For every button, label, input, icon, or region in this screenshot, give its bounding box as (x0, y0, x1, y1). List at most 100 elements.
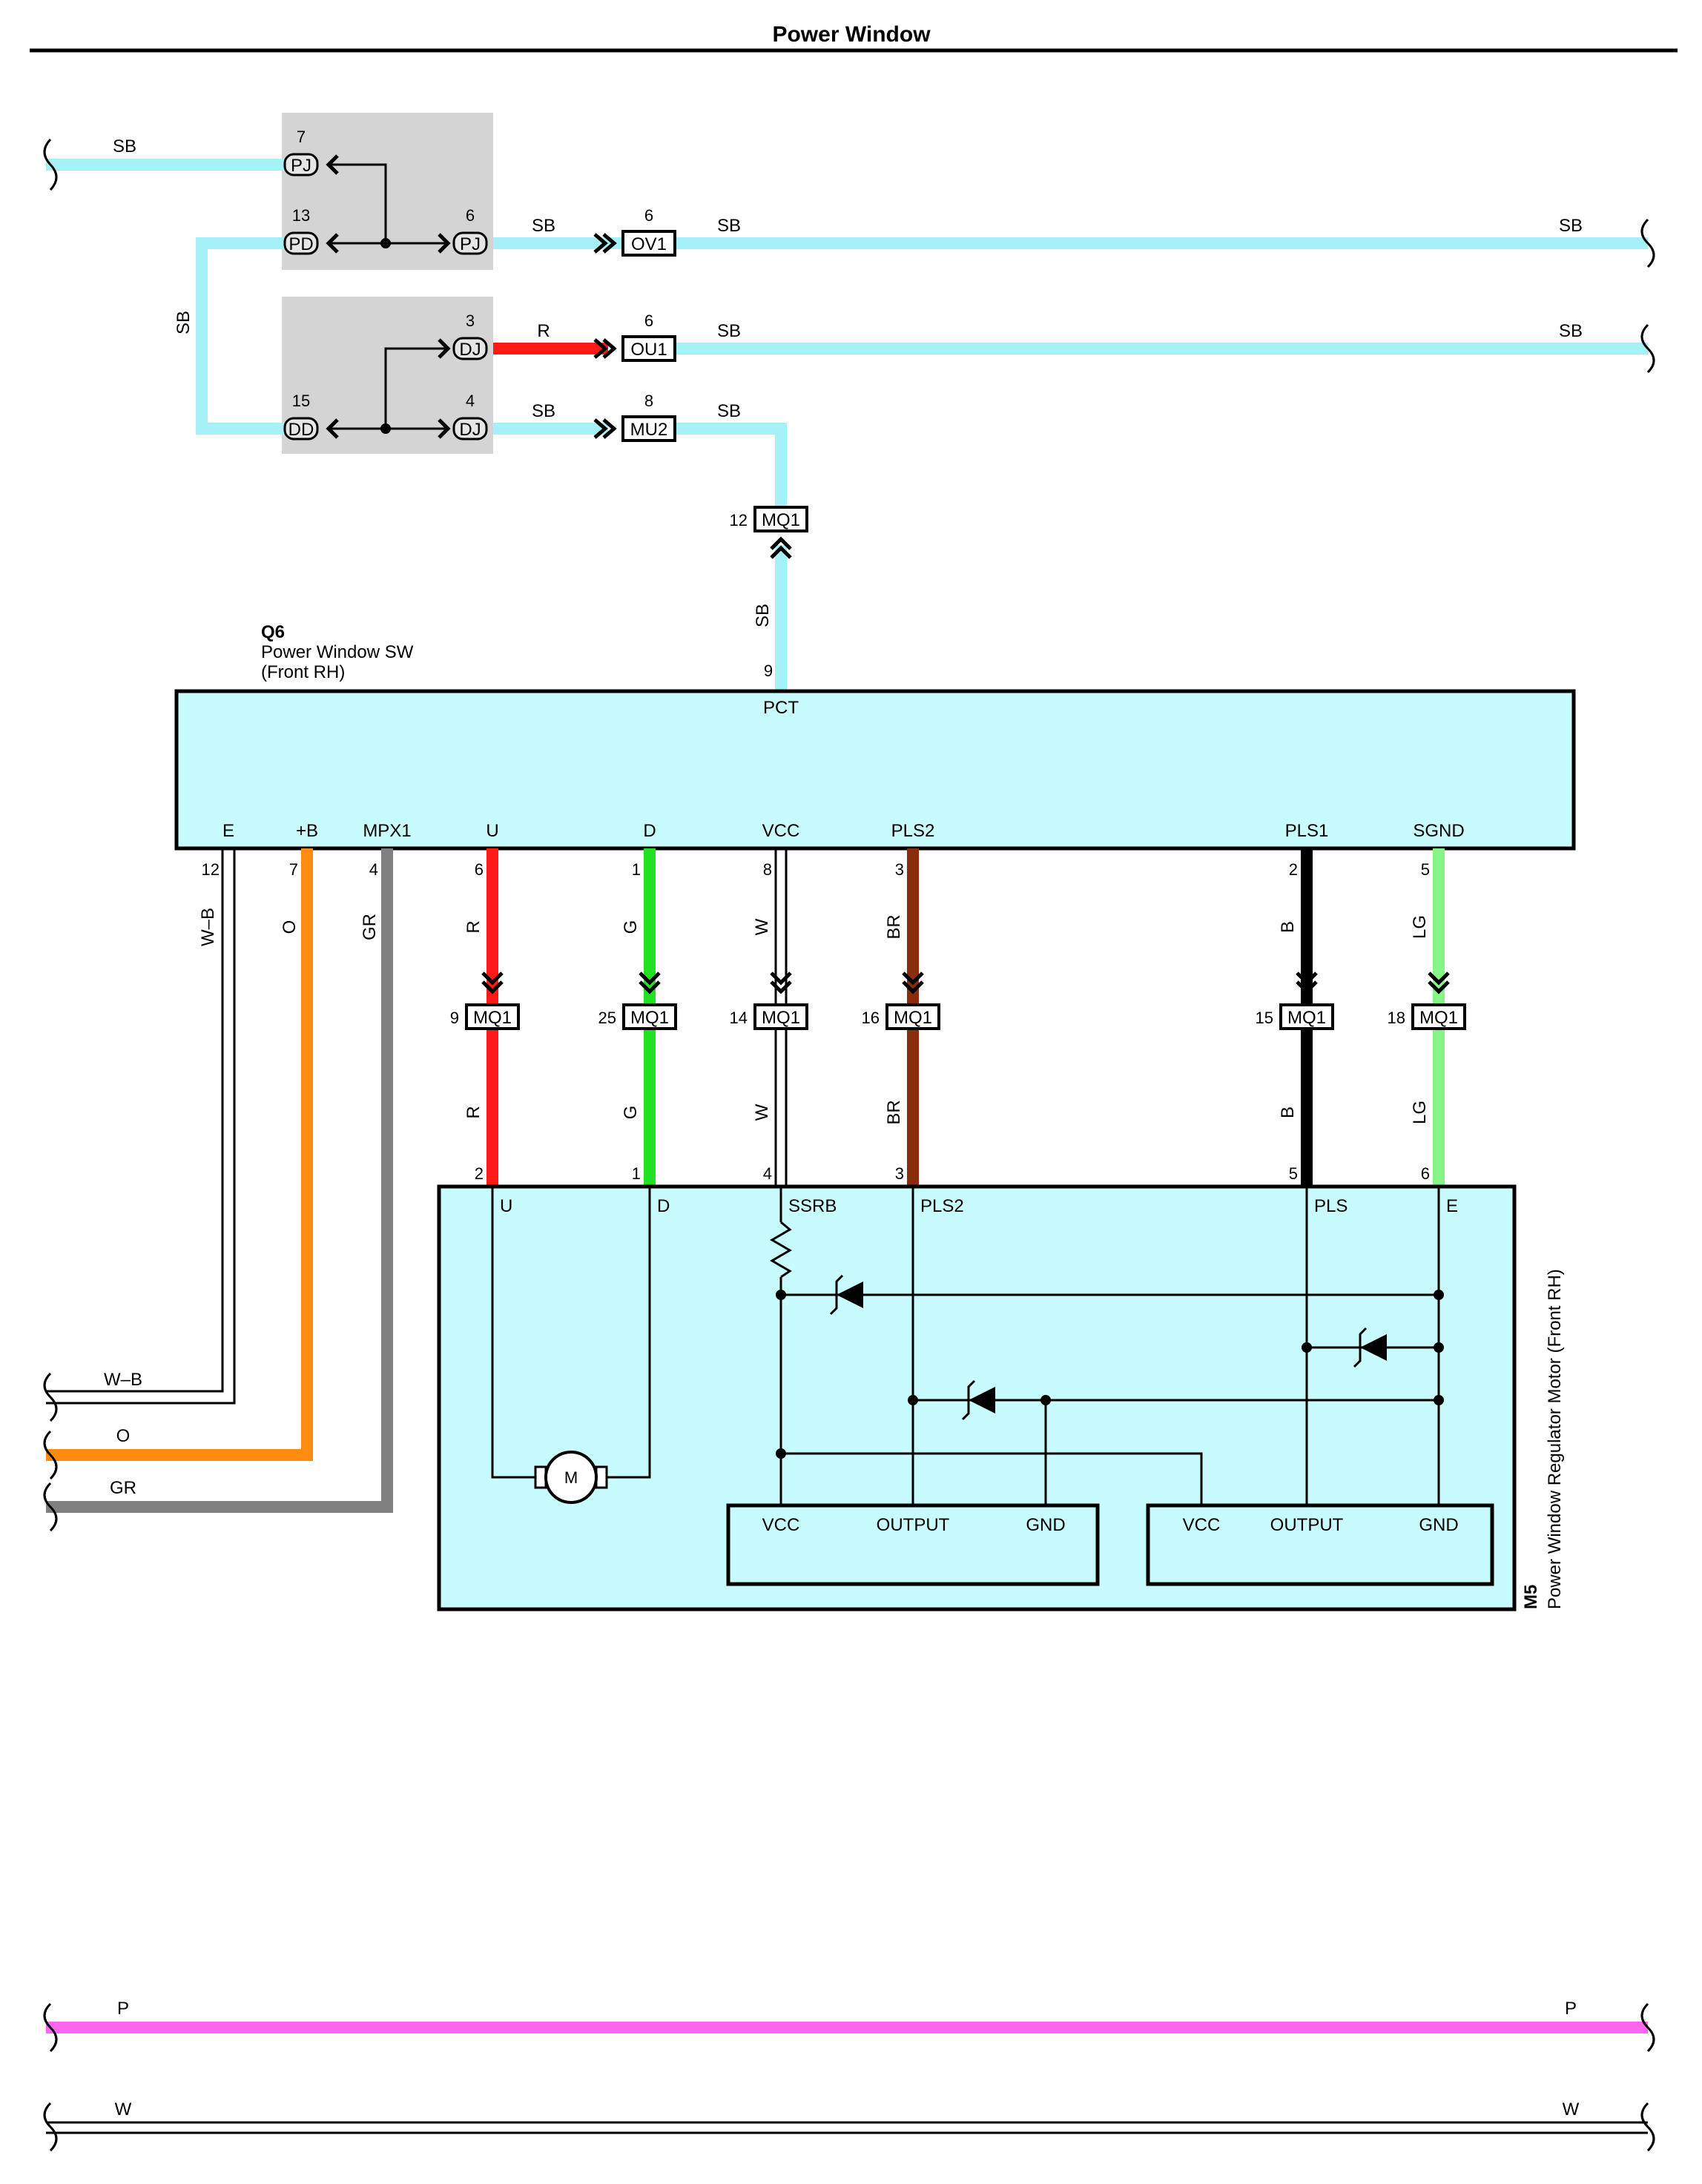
svg-text:4: 4 (369, 860, 378, 879)
hall-sensor-right (1146, 1503, 1494, 1586)
junction-dot (380, 423, 391, 434)
wire-break-symbols-left (43, 1372, 58, 1532)
svg-text:13: 13 (292, 206, 310, 225)
connector-mu2: MU2 8 (593, 392, 676, 442)
svg-text:PLS: PLS (1314, 1196, 1348, 1216)
wire-break-symbols-top (43, 138, 1655, 374)
m5-name: Power Window Regulator Motor (Front RH) (1545, 1269, 1565, 1609)
svg-text:D: D (643, 821, 656, 841)
svg-text:LG: LG (1410, 1101, 1430, 1124)
svg-text:+B: +B (296, 821, 318, 841)
svg-text:BR: BR (884, 1100, 904, 1124)
svg-text:6: 6 (475, 860, 484, 879)
svg-text:VCC: VCC (762, 1515, 800, 1535)
svg-text:9: 9 (450, 1009, 459, 1027)
q6-pct-terminal: PCT (763, 698, 799, 718)
svg-text:DJ: DJ (459, 340, 481, 360)
svg-text:6: 6 (466, 206, 475, 225)
wire-label-w-right: W (1563, 2099, 1580, 2119)
q6-pct-pin: 9 (764, 662, 773, 680)
wire-label-wb-vertical: W–B (198, 908, 218, 946)
svg-text:MQ1: MQ1 (630, 1008, 669, 1028)
svg-text:(Front RH): (Front RH) (261, 662, 345, 682)
connector-mq1-25: MQ1 25 (598, 971, 677, 1030)
wire-label-row2-left: R (537, 321, 550, 341)
svg-text:1: 1 (632, 860, 641, 879)
connector-ov1: OV1 6 (593, 206, 676, 257)
sensor-right-labels: VCC OUTPUT GND (1183, 1515, 1459, 1535)
svg-text:6: 6 (1421, 1164, 1430, 1183)
svg-text:MQ1: MQ1 (894, 1008, 932, 1028)
svg-text:LG: LG (1410, 915, 1430, 939)
svg-text:15: 15 (292, 392, 310, 410)
svg-text:5: 5 (1421, 860, 1430, 879)
w-wire-bottom (46, 2121, 1648, 2134)
svg-text:MPX1: MPX1 (363, 821, 411, 841)
pill-dj4: DJ 4 (452, 392, 488, 441)
svg-text:MU2: MU2 (630, 420, 668, 440)
m5-pin-numbers: 2 1 4 3 5 6 (475, 1164, 1430, 1183)
svg-text:25: 25 (598, 1009, 616, 1027)
svg-text:PD: PD (288, 234, 313, 254)
svg-text:2: 2 (475, 1164, 484, 1183)
wire-label-p-left: P (117, 1999, 129, 2019)
svg-text:3: 3 (895, 860, 904, 879)
svg-text:MQ1: MQ1 (1419, 1008, 1458, 1028)
svg-text:E: E (1446, 1196, 1458, 1216)
svg-text:U: U (500, 1196, 512, 1216)
wire-label-row1-left: SB (532, 216, 555, 236)
connector-mq1-12: MQ1 12 (730, 506, 808, 559)
svg-text:12: 12 (202, 860, 220, 879)
svg-text:4: 4 (763, 1164, 772, 1183)
svg-text:VCC: VCC (1183, 1515, 1221, 1535)
wire-label-row2-end: SB (1559, 321, 1583, 341)
svg-text:12: 12 (730, 511, 748, 529)
wire-label-row1-end: SB (1559, 216, 1583, 236)
svg-text:2: 2 (1289, 860, 1298, 879)
sb-wires-top (46, 159, 1648, 690)
motor-icon: M (534, 1451, 608, 1504)
svg-text:GND: GND (1419, 1515, 1458, 1535)
svg-text:PJ: PJ (291, 156, 311, 176)
svg-text:7: 7 (297, 128, 306, 146)
wire-label-sb-vertical: SB (174, 311, 194, 334)
svg-text:G: G (621, 1106, 641, 1120)
svg-text:14: 14 (730, 1009, 748, 1027)
svg-text:B: B (1278, 921, 1298, 933)
svg-text:18: 18 (1388, 1009, 1405, 1027)
gr-wire (46, 848, 393, 1513)
svg-text:VCC: VCC (762, 821, 800, 841)
svg-text:DD: DD (288, 420, 314, 440)
junction-arrows-right (438, 233, 451, 439)
svg-text:SGND: SGND (1413, 821, 1464, 841)
wire-label-sb-pct: SB (753, 604, 773, 627)
svg-text:E: E (222, 821, 234, 841)
svg-text:8: 8 (644, 392, 653, 410)
wire-label-row2-right: SB (717, 321, 741, 341)
pill-dd15: DD 15 (283, 392, 319, 441)
sensor-left-labels: VCC OUTPUT GND (762, 1515, 1066, 1535)
svg-text:6: 6 (644, 206, 653, 225)
svg-text:D: D (657, 1196, 670, 1216)
q6-power-window-switch (174, 689, 1576, 851)
svg-text:OUTPUT: OUTPUT (877, 1515, 950, 1535)
wire-label-gr-out: GR (110, 1478, 136, 1498)
connector-mq1-18: MQ1 18 (1388, 971, 1466, 1030)
svg-text:MQ1: MQ1 (1287, 1008, 1326, 1028)
svg-text:1: 1 (632, 1164, 641, 1183)
svg-text:W: W (752, 1103, 772, 1121)
svg-text:MQ1: MQ1 (473, 1008, 512, 1028)
svg-text:B: B (1278, 1106, 1298, 1118)
svg-text:4: 4 (466, 392, 475, 410)
junction-arrows-left (326, 154, 339, 439)
zener-diode-2 (1353, 1327, 1387, 1368)
zener-diode-1 (829, 1274, 863, 1316)
svg-text:SSRB: SSRB (788, 1196, 837, 1216)
svg-text:W: W (752, 918, 772, 935)
svg-text:PLS2: PLS2 (891, 821, 935, 841)
pill-pj6: PJ 6 (452, 206, 488, 255)
svg-text:R: R (464, 920, 484, 933)
pill-pd13: PD 13 (283, 206, 319, 255)
wire-label-gr-vertical: GR (360, 914, 380, 940)
